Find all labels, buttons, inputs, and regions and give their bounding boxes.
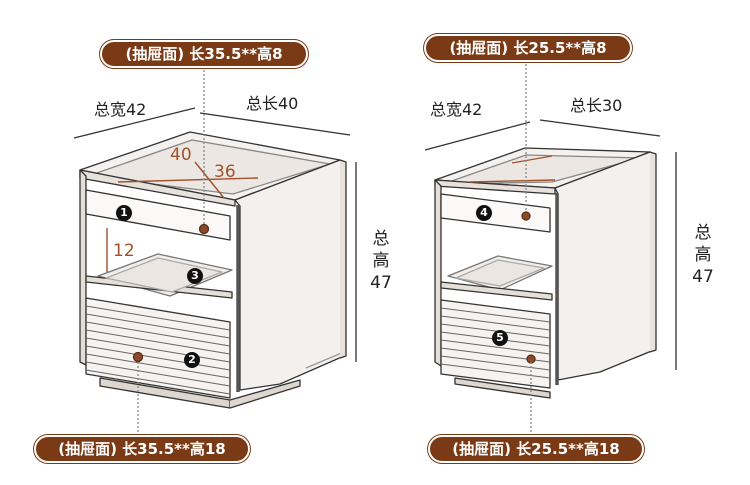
right-cabinet — [434, 147, 657, 399]
left-cabinet — [79, 131, 347, 409]
left-inner-length: 40 — [170, 145, 192, 165]
left-top-drawer-callout: (抽屉面) 长35.5**高8 — [100, 40, 308, 68]
right-top-drawer-callout: (抽屉面) 长25.5**高8 — [424, 34, 632, 62]
left-total-width: 总宽42 — [94, 100, 147, 119]
right-total-width: 总宽42 — [430, 100, 483, 119]
marker-3: 3 — [187, 268, 203, 284]
left-inner-height: 12 — [113, 241, 135, 261]
marker-4: 4 — [476, 205, 492, 221]
right-total-length: 总长30 — [570, 96, 623, 115]
right-bottom-drawer-callout: (抽屉面) 长25.5**高18 — [428, 435, 644, 463]
marker-5: 5 — [492, 330, 508, 346]
left-inner-width: 36 — [214, 162, 236, 182]
left-bottom-drawer-callout: (抽屉面) 长35.5**高18 — [34, 435, 250, 463]
left-total-length: 总长40 — [246, 94, 299, 113]
marker-1: 1 — [116, 205, 132, 221]
marker-2: 2 — [184, 352, 200, 368]
